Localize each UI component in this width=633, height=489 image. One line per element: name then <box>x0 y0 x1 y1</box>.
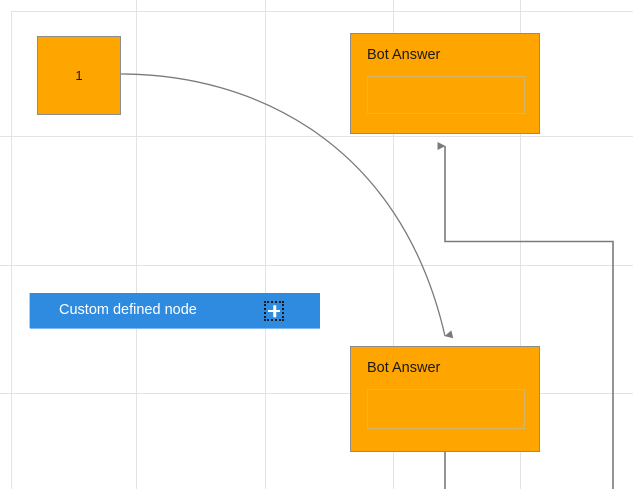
custom-defined-node-bar[interactable]: Custom defined node <box>30 293 320 328</box>
node-bot-answer-top[interactable]: Bot Answer <box>350 33 540 134</box>
node-bot-answer-bottom[interactable]: Bot Answer <box>350 346 540 452</box>
node-title: Bot Answer <box>367 47 441 63</box>
node-label: 1 <box>75 68 83 83</box>
node-answer-slot[interactable] <box>367 75 525 114</box>
connector-orthogonal-edge[interactable] <box>437 142 614 489</box>
node-simple-1[interactable]: 1 <box>37 36 121 115</box>
plus-vertical-bar <box>273 304 277 317</box>
custom-defined-node-label: Custom defined node <box>59 302 197 319</box>
plus-icon[interactable] <box>264 300 284 321</box>
node-title: Bot Answer <box>367 360 441 376</box>
connector-curved-edge[interactable] <box>120 73 454 339</box>
node-answer-slot[interactable] <box>367 388 525 429</box>
marquee-border <box>264 300 284 321</box>
